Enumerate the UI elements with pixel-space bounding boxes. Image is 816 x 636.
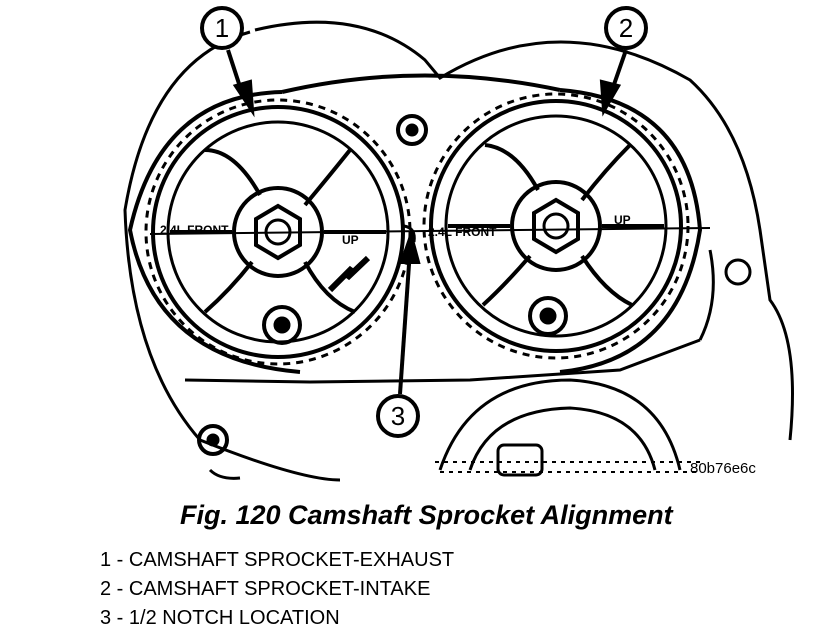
legend-item: 1 - CAMSHAFT SPROCKET-EXHAUST (100, 549, 455, 571)
intake-sprocket (422, 92, 690, 360)
svg-text:1: 1 (215, 13, 229, 43)
intake-sprocket-spokes (448, 143, 664, 307)
intake-front-label: 2.4L FRONT (428, 225, 497, 239)
figure-caption: Fig. 120 Camshaft Sprocket Alignment (180, 500, 673, 530)
engine-cover-outline (123, 20, 794, 482)
svg-text:3: 3 (391, 401, 405, 431)
exhaust-sprocket-arrow (327, 255, 371, 293)
callout-3: 3 (376, 394, 420, 438)
callout-leaders (226, 49, 628, 395)
timing-belt (127, 73, 703, 374)
exhaust-up-label: UP (342, 233, 359, 247)
exhaust-front-label: 2.4L FRONT (160, 223, 229, 237)
half-notch-mark (403, 224, 416, 243)
callout-2: 2 (604, 6, 648, 50)
camshaft-sprocket-diagram: 2.4L FRONT UP 2.4L FRONT UP 1 2 3 80b76e… (123, 6, 794, 482)
legend-item: 3 - 1/2 NOTCH LOCATION (100, 607, 340, 629)
svg-text:2: 2 (619, 13, 633, 43)
callout-1: 1 (200, 6, 244, 50)
legend-list: 1 - CAMSHAFT SPROCKET-EXHAUST 2 - CAMSHA… (100, 546, 454, 633)
crankshaft-hatching (435, 461, 700, 473)
figure-id: 80b76e6c (690, 460, 756, 477)
timing-alignment-line (149, 227, 711, 235)
intake-up-label: UP (614, 213, 631, 227)
crankshaft-area (438, 378, 682, 477)
legend-item: 2 - CAMSHAFT SPROCKET-INTAKE (100, 578, 431, 600)
